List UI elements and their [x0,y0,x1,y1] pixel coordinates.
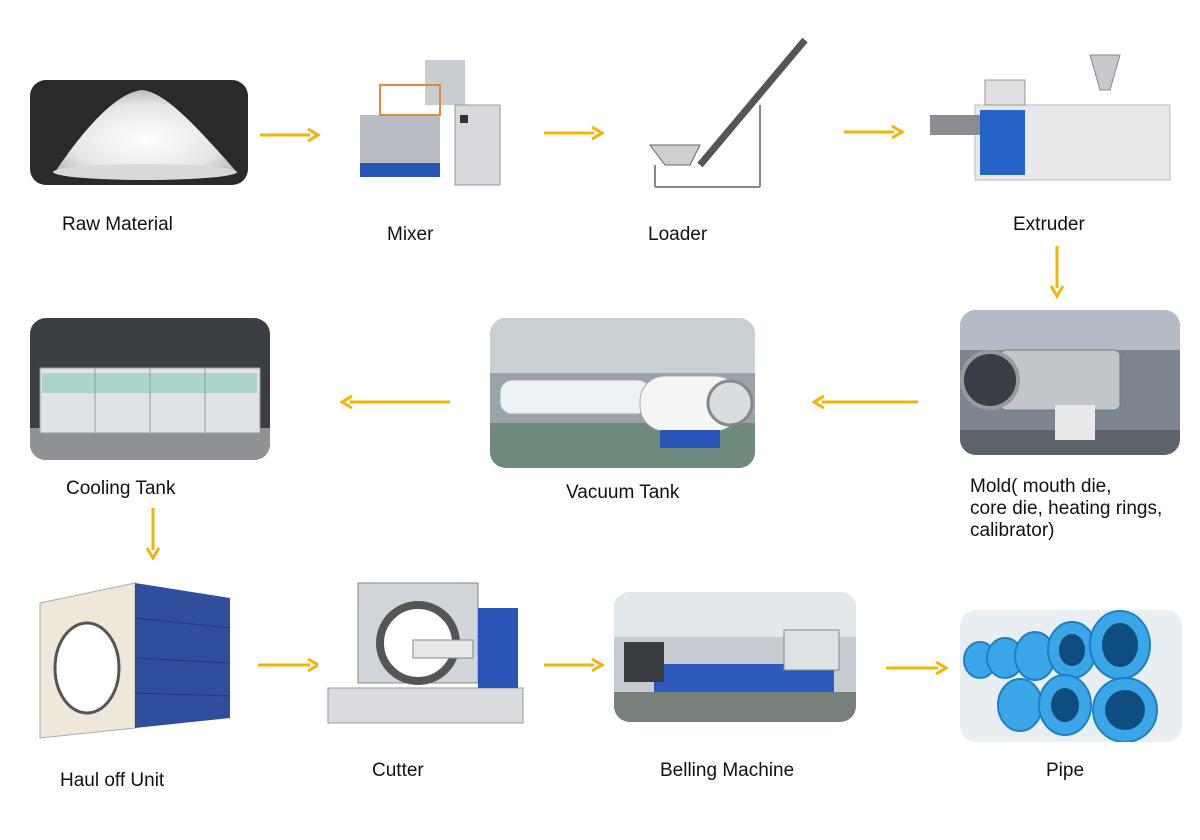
mixer-machine-icon [340,55,515,190]
cooling-tank-image [30,318,270,460]
arrow-right-icon [260,127,321,143]
step-label-cooling-tank: Cooling Tank [66,478,176,499]
cutter-image [318,578,528,743]
step-label-raw-material: Raw Material [62,214,173,235]
blue-pipes-icon [960,610,1182,742]
step-label-extruder: Extruder [1013,214,1085,235]
step-label-mold: Mold( mouth die, core die, heating rings… [970,476,1163,541]
vacuum-tank-icon [490,318,755,468]
arrow-left-icon [812,394,918,410]
mold-image [960,310,1180,455]
arrow-left-icon [340,394,450,410]
belling-machine-image [614,592,856,722]
arrow-right-icon [886,660,949,676]
arrow-right-icon [544,125,605,141]
vacuum-tank-image [490,318,755,468]
screw-loader-icon [640,25,820,195]
raw-material-image [30,80,248,185]
haul-off-unit-icon [35,578,235,743]
arrow-right-icon [844,124,905,140]
extruder-machine-icon [925,50,1180,190]
belling-machine-icon [614,592,856,722]
extruder-image [925,50,1180,190]
loader-image [640,25,820,195]
cutter-machine-icon [318,578,528,743]
arrow-right-icon [258,657,321,673]
step-label-pipe: Pipe [1046,760,1085,781]
step-label-vacuum-tank: Vacuum Tank [566,482,680,503]
arrow-right-icon [544,657,605,673]
arrow-down-icon [1049,246,1065,299]
step-label-haul-off-unit: Haul off Unit [60,770,165,791]
step-label-belling-machine: Belling Machine [660,760,795,781]
arrow-down-icon [145,508,161,561]
cooling-tank-icon [30,318,270,460]
mixer-image [340,55,515,190]
pipe-image [960,610,1182,742]
mold-die-icon [960,310,1180,455]
step-label-mixer: Mixer [387,224,434,245]
step-label-cutter: Cutter [372,760,424,781]
powder-pile-icon [30,80,248,185]
haul-off-image [35,578,235,743]
step-label-loader: Loader [648,224,708,245]
